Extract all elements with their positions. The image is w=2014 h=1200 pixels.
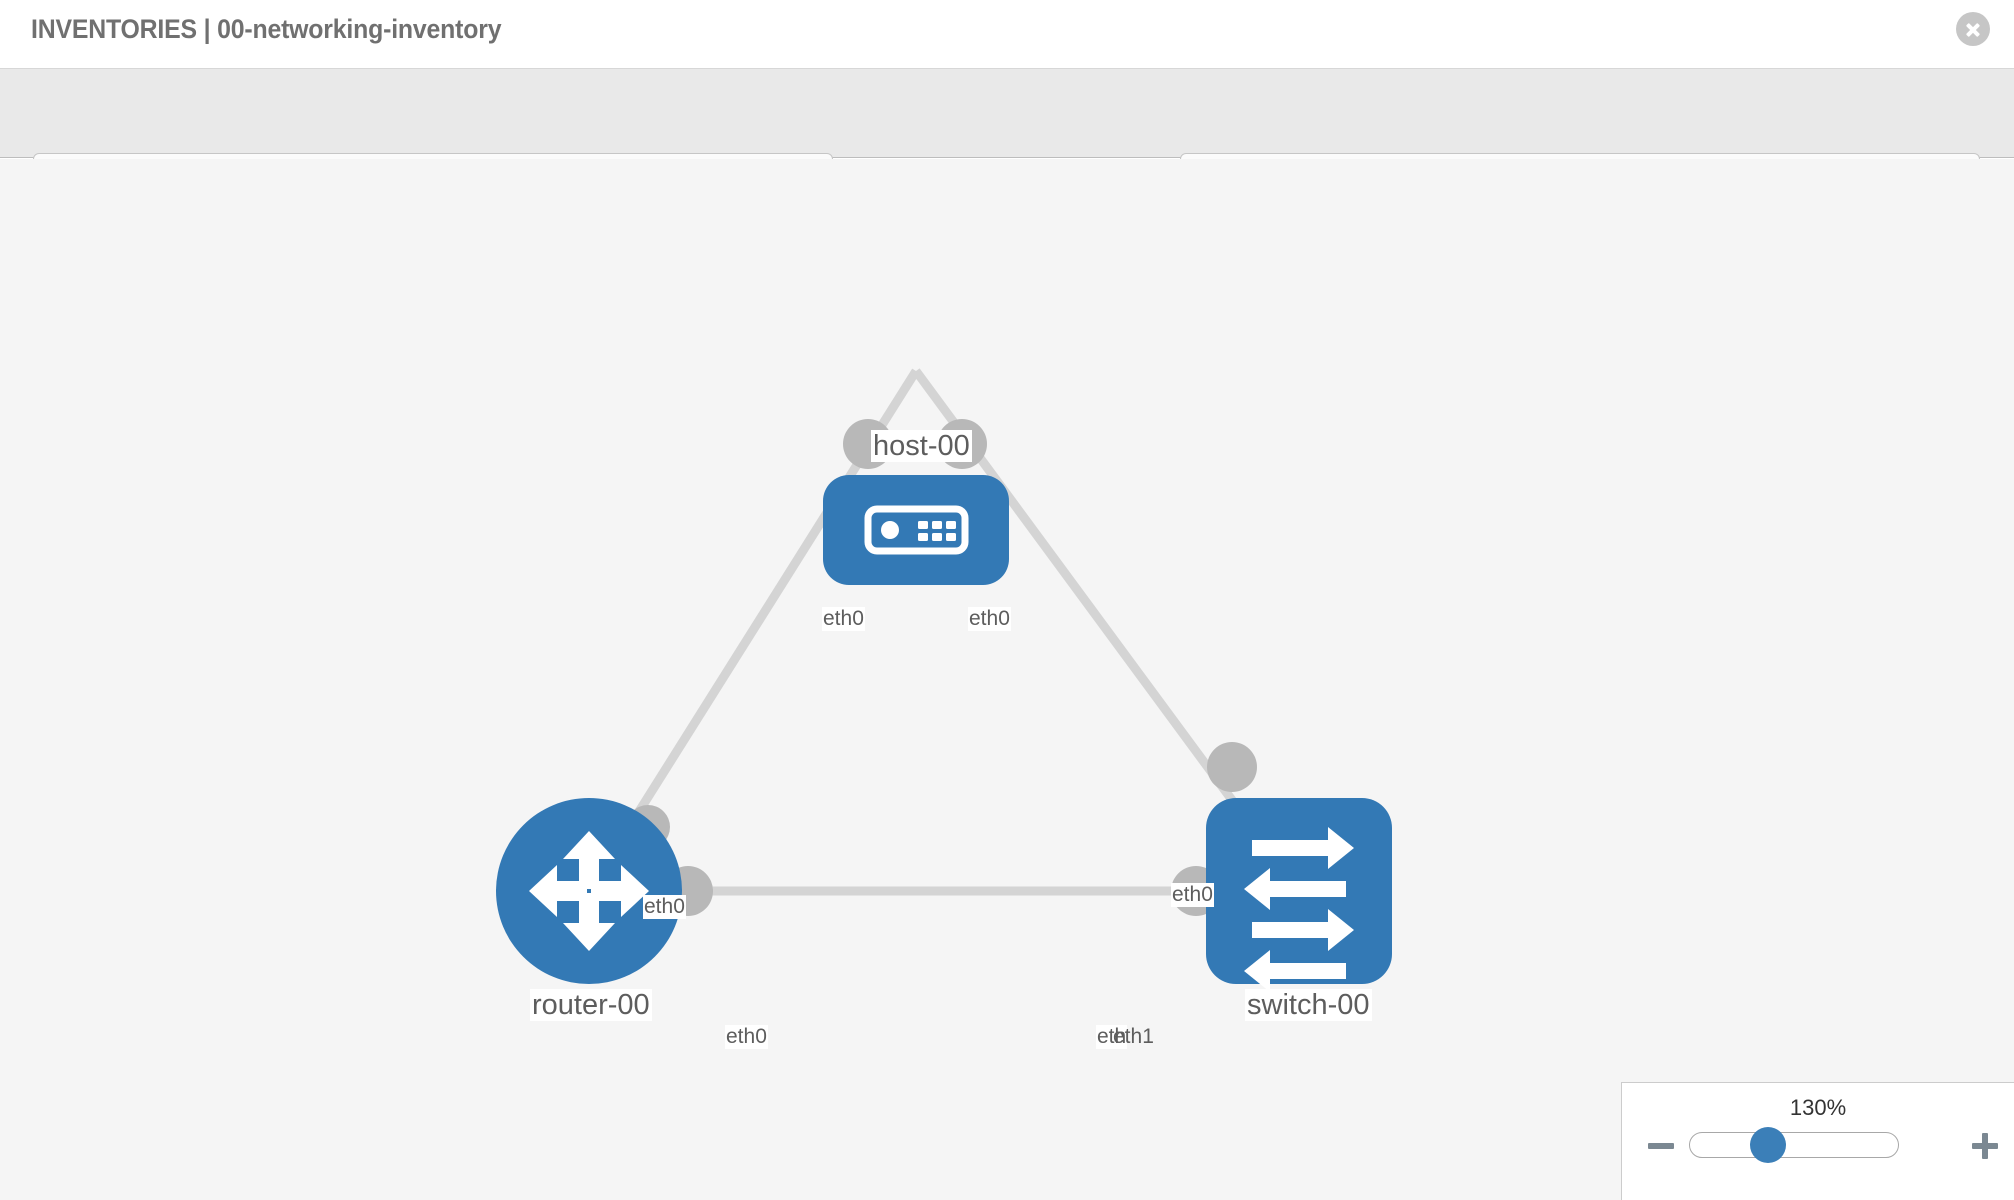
iface-label-router-eth0-up: eth0 <box>643 895 686 919</box>
toolbar: ACTIONS SEARCH <box>0 69 2014 213</box>
iface-label-host-eth0-left: eth0 <box>822 607 865 631</box>
iface-label-switch-eth0-up: eth0 <box>1171 883 1214 907</box>
connector-switch-up <box>1207 742 1257 792</box>
node-host-00 <box>823 475 1009 585</box>
zoom-slider-thumb[interactable] <box>1750 1127 1786 1163</box>
node-switch-00 <box>1206 798 1392 992</box>
node-router-00 <box>496 798 682 984</box>
node-label-router-00: router-00 <box>530 989 652 1022</box>
minus-icon[interactable] <box>1646 1131 1676 1161</box>
iface-label-switch-eth-overlap: eth <box>1096 1025 1128 1049</box>
iface-label-host-eth0-right: eth0 <box>968 607 1011 631</box>
page-title: INVENTORIES | 00-networking-inventory <box>31 14 502 44</box>
router-arrows-icon <box>529 831 649 951</box>
topology-canvas[interactable]: host-00 router-00 switch-00 eth0 eth0 et… <box>0 159 2014 1200</box>
page-header: INVENTORIES | 00-networking-inventory <box>0 0 2014 69</box>
node-label-switch-00: switch-00 <box>1245 989 1372 1022</box>
iface-label-router-eth0-right: eth0 <box>725 1025 768 1049</box>
plus-icon[interactable] <box>1970 1131 2000 1161</box>
zoom-slider-track[interactable] <box>1689 1132 1899 1158</box>
close-icon[interactable] <box>1956 12 1990 46</box>
zoom-percent-label: 130% <box>1789 1095 1847 1120</box>
server-icon <box>864 505 969 555</box>
topology-graph <box>496 368 1392 992</box>
iface-label-switch-eth1: eth1 <box>1113 1025 1154 1048</box>
node-label-host-00: host-00 <box>871 430 972 463</box>
switch-arrows-icon <box>1244 827 1354 992</box>
zoom-control-panel: 130% <box>1621 1082 2014 1200</box>
